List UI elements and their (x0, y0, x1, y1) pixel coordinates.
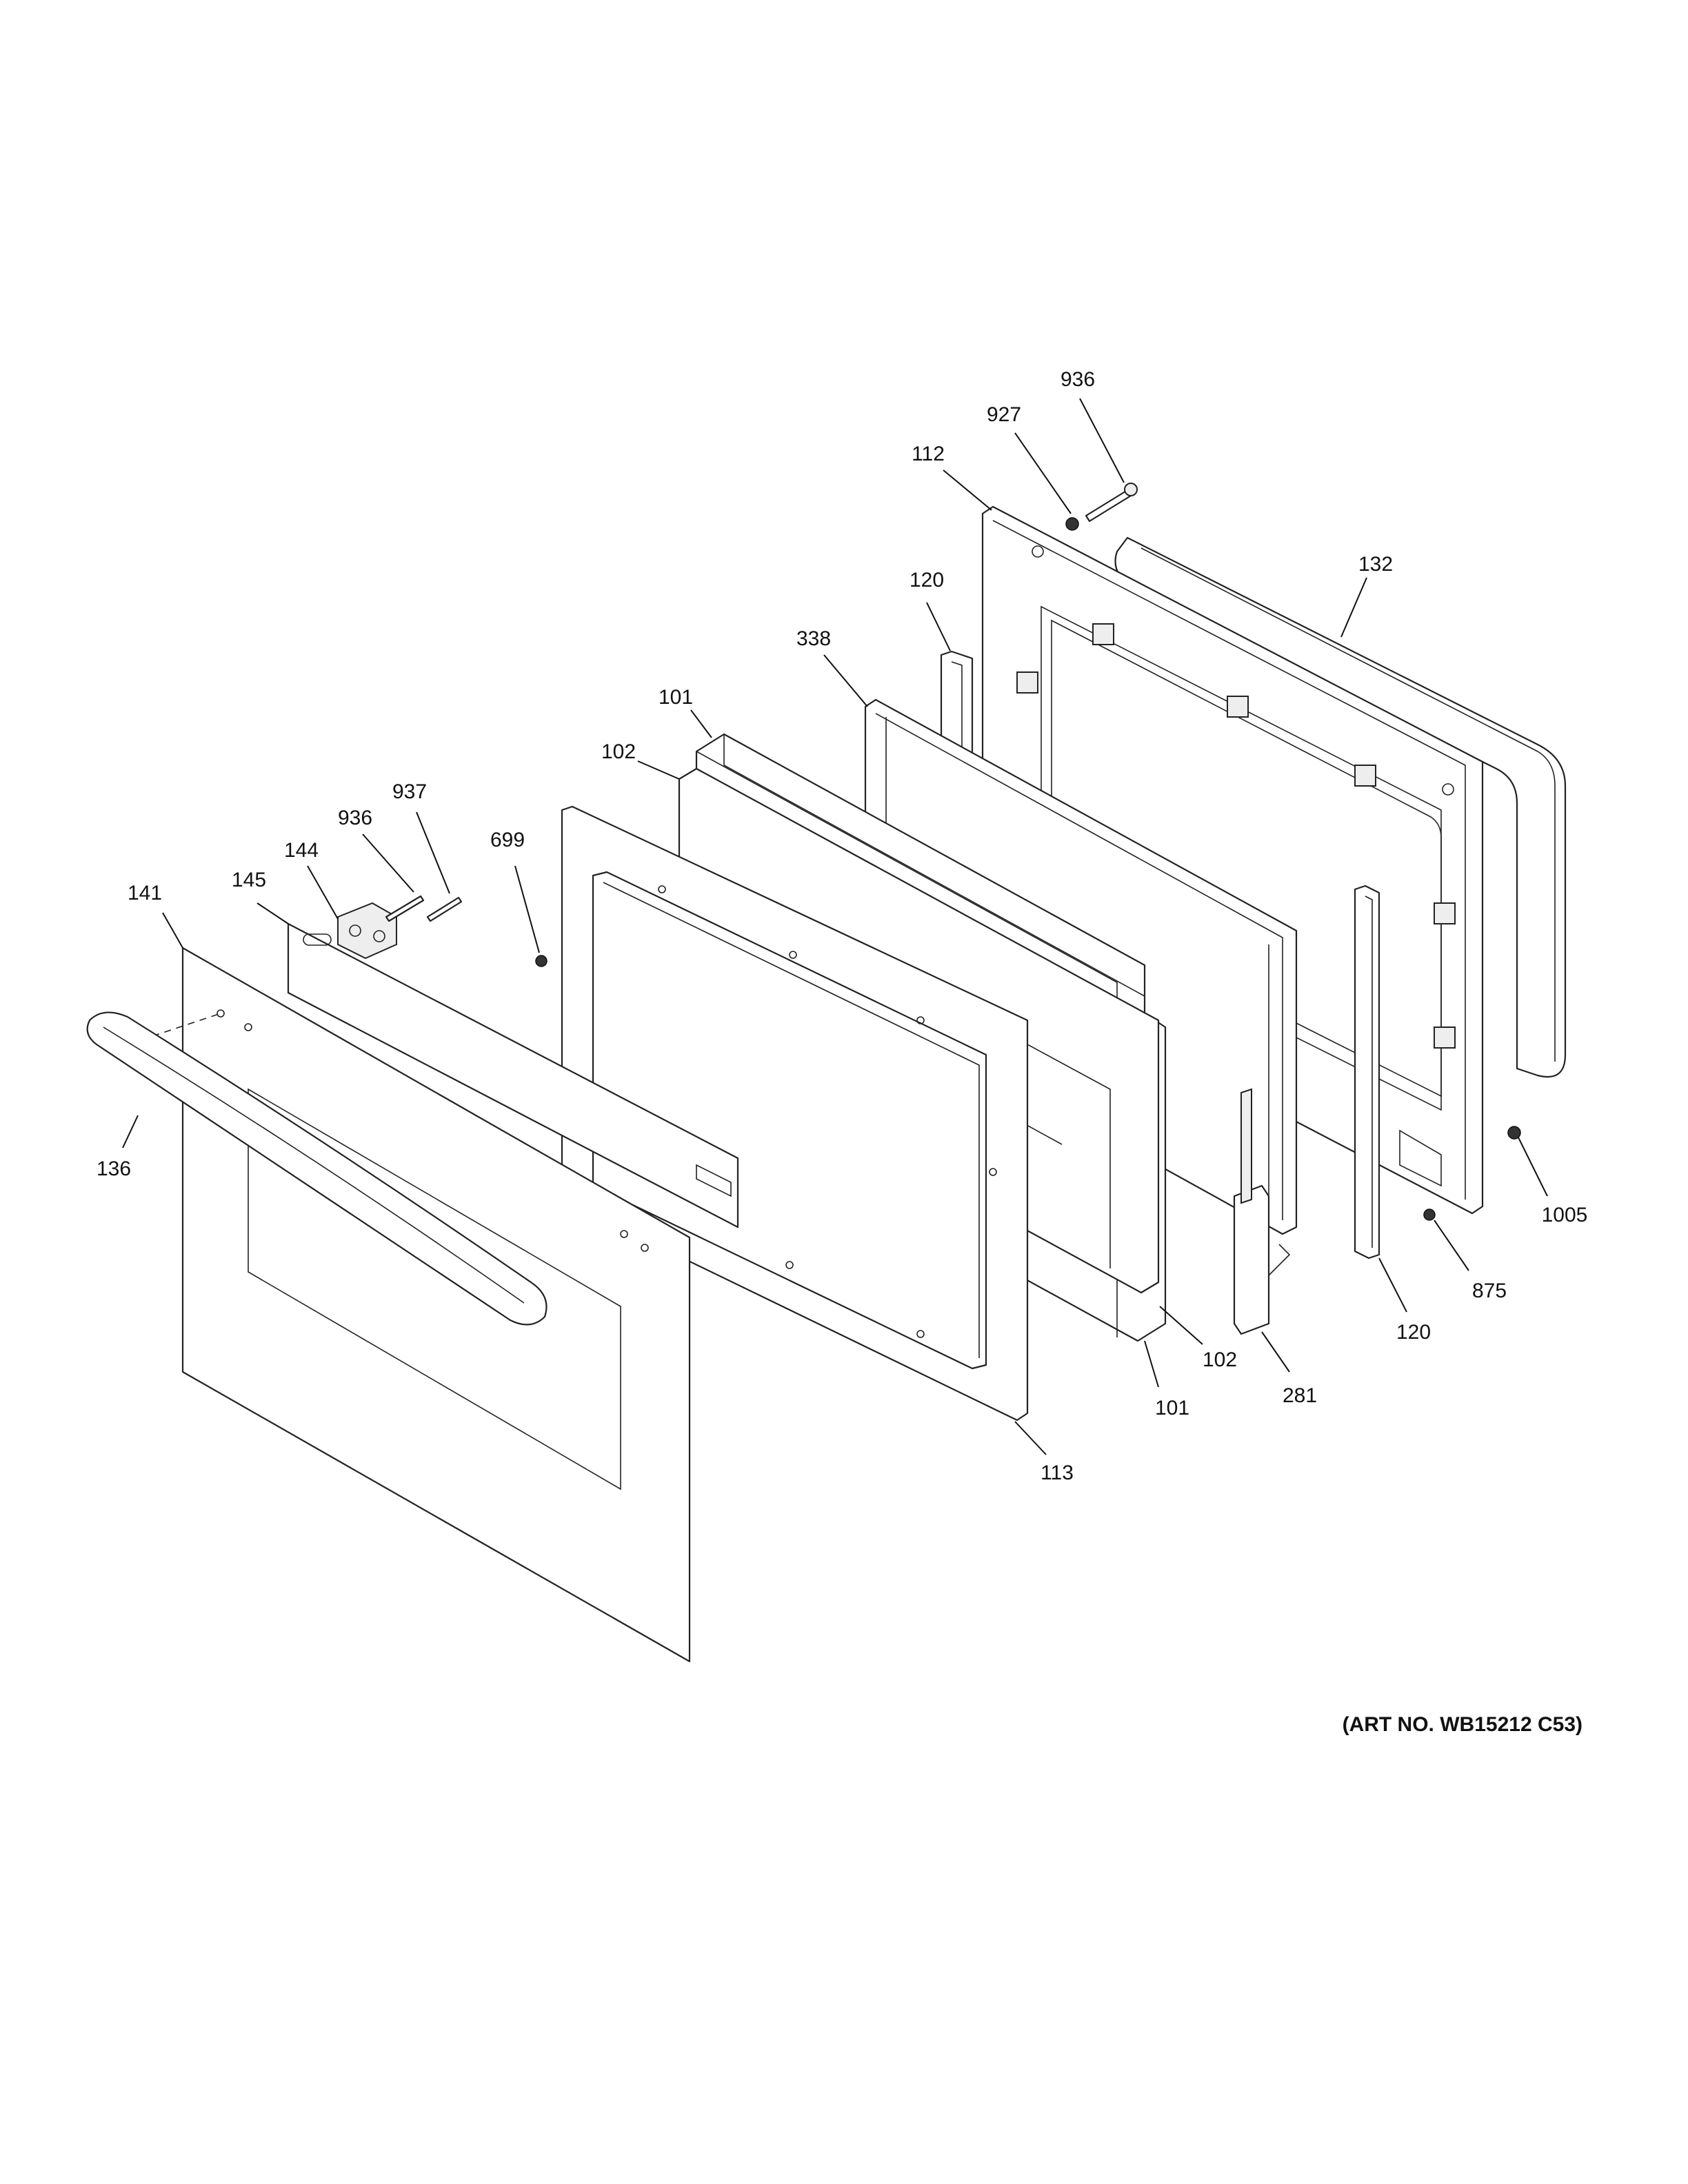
part-141-outer-door-glass (117, 947, 691, 1663)
callout-936-handle: 936 (338, 807, 372, 829)
part-875-screw (1423, 1209, 1436, 1221)
callout-144: 144 (284, 839, 319, 862)
part-113-door-frame (561, 805, 1029, 1422)
part-120-hinge-channel-right (1354, 884, 1380, 1260)
callout-281: 281 (1283, 1384, 1317, 1407)
callout-1005: 1005 (1542, 1204, 1588, 1226)
callout-120-right: 120 (1396, 1321, 1431, 1344)
part-281-hinge (1233, 1088, 1291, 1335)
callout-113: 113 (1041, 1462, 1074, 1484)
callout-937: 937 (392, 780, 427, 803)
part-145-bracket-plate (287, 922, 739, 1228)
callout-136: 136 (97, 1157, 131, 1180)
callout-338: 338 (796, 627, 831, 650)
callout-132: 132 (1358, 553, 1393, 576)
callout-145: 145 (232, 869, 266, 891)
part-1005-screw (1507, 1126, 1521, 1140)
callout-101-bottom: 101 (1155, 1397, 1189, 1419)
part-136-door-handle (86, 1011, 547, 1326)
callout-141: 141 (128, 882, 162, 904)
callout-875: 875 (1472, 1280, 1507, 1302)
part-936-937-screws (385, 895, 463, 922)
callout-699: 699 (490, 829, 525, 851)
callout-120-left: 120 (910, 569, 944, 592)
callout-927: 927 (987, 403, 1021, 426)
callout-labels: 936 927 112 132 120 338 101 102 937 936 … (97, 368, 1587, 1484)
callout-112: 112 (912, 443, 945, 465)
callout-101-top: 101 (659, 686, 693, 709)
part-699-screw (535, 955, 547, 967)
callout-102-top: 102 (601, 740, 636, 763)
leader-lines (122, 398, 1548, 1455)
part-936-927-screw-washer-top (1065, 483, 1138, 531)
callout-936-top: 936 (1061, 368, 1095, 391)
callout-102-bottom: 102 (1203, 1348, 1237, 1371)
art-number: (ART NO. WB15212 C53) (1343, 1713, 1582, 1736)
part-144-handle-mount (337, 902, 397, 960)
